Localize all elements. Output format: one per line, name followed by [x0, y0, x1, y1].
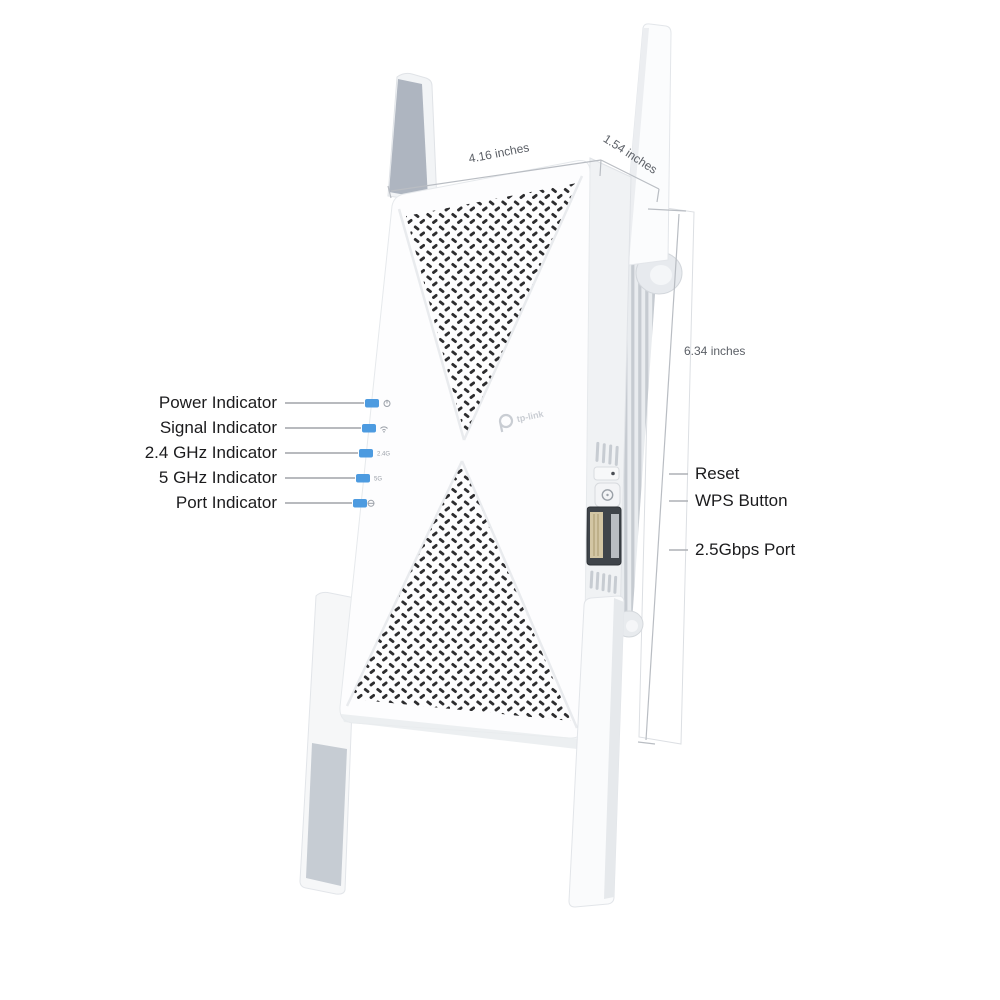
wps-button [594, 482, 621, 508]
side-vent-top [595, 441, 619, 466]
callout-2-4ghz-indicator: 2.4 GHz Indicator [144, 443, 277, 462]
depth-dimension-line [600, 159, 660, 203]
callout-reset: Reset [695, 464, 740, 483]
port-led [353, 499, 367, 508]
callout-wps-button: WPS Button [695, 491, 788, 510]
callout-signal-indicator: Signal Indicator [159, 418, 277, 437]
wall-plate [638, 205, 695, 745]
bottom-edge [341, 714, 583, 749]
band-5-led [356, 474, 370, 483]
height-dimension-label: 6.34 inches [684, 344, 746, 358]
led-marking-5g: 5G [374, 477, 382, 483]
pinhole-dot-icon [611, 471, 615, 476]
perforation-top [406, 183, 577, 436]
antenna-bottom-left [299, 591, 357, 895]
signal-led [362, 424, 376, 433]
leader-lines-right [669, 473, 688, 551]
wps-icon [601, 489, 614, 501]
tp-link-logo-icon [498, 413, 514, 429]
width-dimension-line [387, 159, 602, 199]
callout-port-indicator: Port Indicator [175, 493, 277, 512]
antenna-top-left [387, 72, 438, 204]
ethernet-port [586, 506, 622, 566]
side-vent-bottom [589, 570, 618, 594]
led-row: 2.4G 5G [353, 399, 391, 508]
front-panel [339, 160, 591, 749]
wifi-signal-icon [380, 426, 388, 431]
callout-power-indicator: Power Indicator [158, 393, 277, 412]
power-led [365, 399, 379, 408]
x-creases [345, 175, 584, 729]
height-dimension-line [637, 208, 687, 745]
reset-pinhole [593, 466, 620, 481]
led-marking-2-4g: 2.4G [377, 452, 390, 458]
band-2-4-led [359, 449, 373, 458]
callout-2-5gbps-port: 2.5Gbps Port [695, 540, 796, 559]
perforation-bottom [351, 463, 571, 721]
antenna-bottom-right [568, 595, 644, 908]
callout-5ghz-indicator: 5 GHz Indicator [158, 468, 277, 487]
leader-lines-left [285, 402, 364, 504]
dimension-lines [387, 159, 687, 745]
